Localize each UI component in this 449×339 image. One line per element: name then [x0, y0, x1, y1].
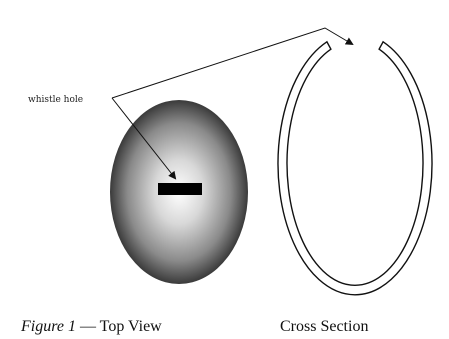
- cross-section-shell: [277, 40, 433, 296]
- caption-top-view-label: Top View: [100, 318, 163, 335]
- caption-cross-section: Cross Section: [280, 318, 368, 335]
- caption-dash: —: [76, 318, 100, 335]
- whistle-hole-label: whistle hole: [28, 95, 83, 105]
- whistle-hole-arrow: [111, 97, 177, 180]
- caption-figure-label: Figure 1: [20, 318, 76, 335]
- whistle-hole-slot: [158, 183, 202, 195]
- caption-top-view: Figure 1 — Top View: [20, 318, 162, 335]
- cross-section-leader: [111, 27, 354, 99]
